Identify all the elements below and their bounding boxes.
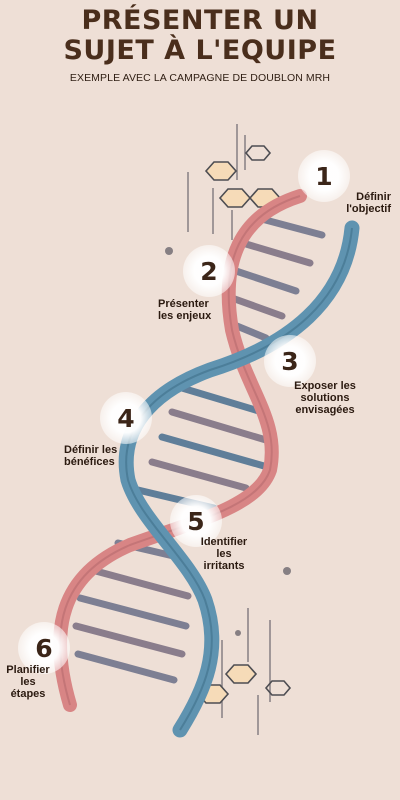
step-4-circle: 4	[100, 392, 152, 444]
page-title: PRÉSENTER UN SUJET À L'EQUIPE	[0, 6, 400, 66]
title-line-1: PRÉSENTER UN	[81, 5, 319, 36]
step-3-label: Exposer les solutions envisagées	[294, 380, 356, 416]
step-6-number: 6	[35, 633, 53, 663]
step-4-label: Définir les bénéfices	[64, 444, 118, 468]
sketch-dots	[165, 247, 291, 636]
step-5-number: 5	[187, 506, 205, 536]
page-subtitle: EXEMPLE AVEC LA CAMPAGNE DE DOUBLON MRH	[69, 72, 331, 84]
title-line-2: SUJET À L'EQUIPE	[63, 35, 337, 66]
step-6-circle: 6	[18, 622, 70, 674]
step-1-number: 1	[315, 161, 333, 191]
step-6-label: Planifier les étapes	[6, 664, 50, 700]
step-5-circle: 5	[170, 495, 222, 547]
step-5-label: Identifier les irritants	[200, 536, 248, 572]
step-1-label: Définir l'objectif	[346, 191, 391, 215]
step-2-number: 2	[200, 256, 218, 286]
hexagon-cluster-top	[204, 145, 282, 208]
dna-strand-blue-edge	[125, 227, 353, 731]
step-1-circle: 1	[298, 150, 350, 202]
step-3-circle: 3	[264, 335, 316, 387]
step-2-label: Présenter les enjeux	[158, 298, 212, 322]
sketch-lines	[187, 124, 271, 735]
step-2-circle: 2	[183, 245, 235, 297]
step-4-number: 4	[117, 403, 135, 433]
step-3-number: 3	[281, 346, 299, 376]
